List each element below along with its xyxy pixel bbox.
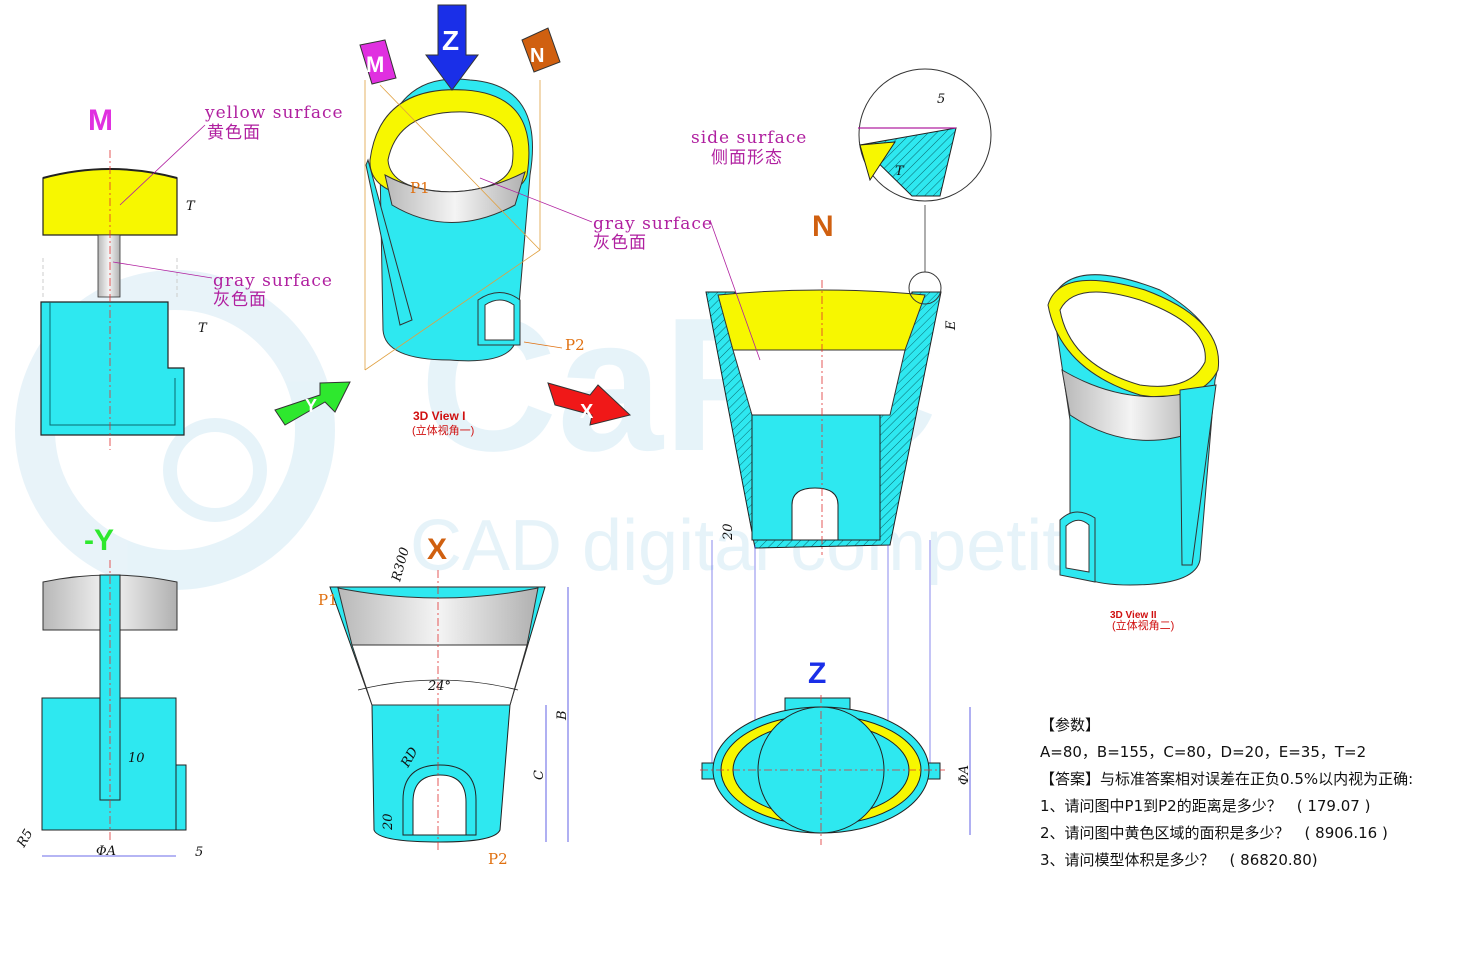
params-values: A=80，B=155，C=80，D=20，E=35，T=2 (1040, 743, 1367, 761)
dim-t-mid: T (198, 321, 208, 336)
dim-phi-a-z: ΦA (957, 765, 972, 785)
view-z-title: Z (808, 657, 826, 690)
side-surface-en: side surface (691, 128, 807, 148)
qa-panel: 【参数】 A=80，B=155，C=80，D=20，E=35，T=2 【答案】与… (1040, 712, 1460, 874)
question-3: 3、请问模型体积是多少？ ( 86820.80) (1040, 851, 1318, 869)
dim-t-detail: T (895, 164, 905, 179)
yellow-surface-en: yellow surface (204, 103, 344, 123)
dim-24deg: 24° (427, 679, 451, 694)
arrow-m: M (359, 39, 397, 85)
svg-text:Y: Y (305, 396, 317, 416)
gray-surface-mid-zh: 灰色面 (593, 233, 647, 253)
arrow-z: Z (425, 4, 479, 91)
gray-surface-mid-en: gray surface (593, 214, 713, 234)
dim-phi-a-y: ΦA (96, 844, 116, 859)
side-surface-zh: 侧面形态 (711, 148, 783, 168)
view-n: N side surface 侧面形态 E 20 5 T (691, 68, 992, 765)
p1-label-3d: P1 (410, 179, 430, 197)
dim-r5: R5 (14, 827, 37, 851)
params-title: 【参数】 (1040, 716, 1101, 734)
dim-c: C (532, 770, 547, 780)
svg-text:X: X (580, 401, 594, 423)
dim-5-detail: 5 (937, 92, 945, 107)
detail-circle: 5 T (858, 68, 992, 202)
dim-t-top: T (186, 199, 196, 214)
view-m-title: M (88, 104, 113, 137)
gray-surface-left-zh: 灰色面 (213, 290, 267, 310)
arrow-x: X (547, 382, 632, 426)
view-m: M yellow surface 黄色面 gray surface 灰色面 T … (40, 103, 344, 450)
view-neg-y: -Y 10 R5 ΦA 5 (14, 524, 203, 860)
view-3d-2: 3D View II (立体视角二) (1047, 274, 1220, 632)
p1-label-x: P1 (318, 591, 338, 609)
p2-label-3d: P2 (565, 336, 585, 354)
view-x-title: X (427, 533, 447, 566)
dim-20-x: 20 (381, 813, 396, 831)
dim-e: E (944, 320, 959, 331)
question-1: 1、请问图中P1到P2的距离是多少？ ( 179.07 ) (1040, 797, 1371, 815)
svg-text:M: M (366, 52, 384, 77)
view-z: Z ΦA (700, 657, 972, 845)
view-n-title: N (812, 210, 834, 243)
dim-b: B (555, 710, 570, 721)
view-3d-1: P1 P2 gray surface 灰色面 M Z N Y X 3D View… (274, 4, 713, 437)
dim-10: 10 (128, 751, 145, 766)
svg-text:N: N (530, 45, 544, 67)
p2-label-x: P2 (488, 850, 508, 868)
dim-20-n: 20 (721, 523, 736, 541)
view-x: X P1 P2 R300 24° RD 20 B C (318, 533, 570, 868)
view2-caption: 3D View II (1110, 610, 1157, 621)
view1-caption: 3D View I (413, 409, 465, 423)
yellow-surface-zh: 黄色面 (207, 123, 261, 143)
question-2: 2、请问图中黄色区域的面积是多少？ ( 8906.16 ) (1040, 824, 1388, 842)
arrow-n: N (521, 27, 561, 73)
svg-text:Z: Z (442, 25, 459, 56)
arrow-y: Y (274, 381, 351, 426)
view-neg-y-title: -Y (84, 524, 114, 557)
answer-rule: 【答案】与标准答案相对误差在正负0.5%以内视为正确: (1040, 770, 1414, 788)
view2-caption-zh: (立体视角二) (1112, 618, 1174, 632)
dim-5-bottom: 5 (195, 845, 203, 860)
gray-surface-left-en: gray surface (213, 271, 333, 291)
view1-caption-zh: (立体视角一) (412, 423, 474, 437)
